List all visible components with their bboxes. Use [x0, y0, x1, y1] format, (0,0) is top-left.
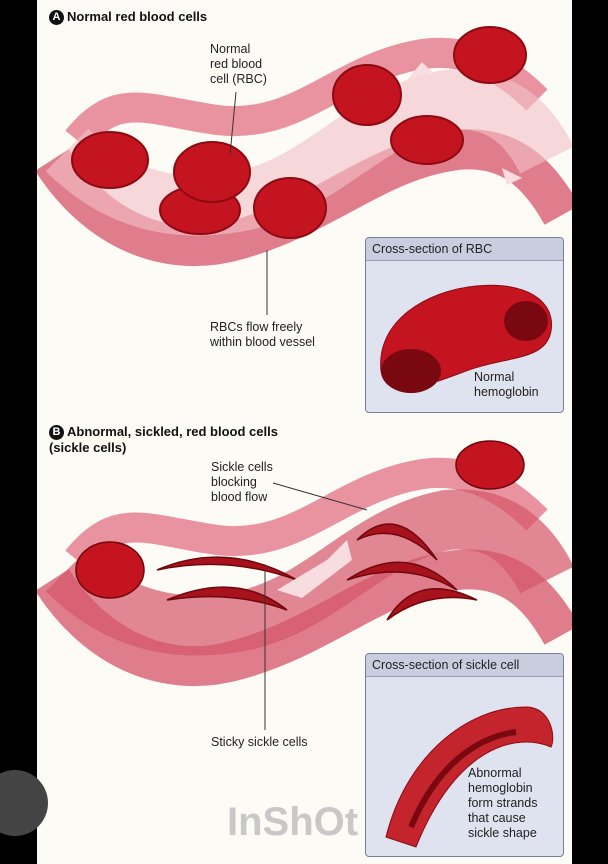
- rbc-cross-section-illustration: [380, 284, 553, 393]
- label-abnormal-hemoglobin: Abnormal hemoglobin form strands that ca…: [468, 766, 538, 840]
- badge-a: A: [49, 10, 64, 25]
- inset-sickle-cross-section: Cross-section of sickle cell Abnormal he…: [365, 653, 564, 857]
- blocked-flow-arrow: [277, 540, 352, 598]
- inset-title: Cross-section of sickle cell: [366, 654, 563, 677]
- label-sticky-sickle: Sticky sickle cells: [211, 735, 308, 749]
- panel-a-title-text: Normal red blood cells: [67, 9, 208, 24]
- badge-b: B: [49, 425, 64, 440]
- label-normal-rbc: Normal red blood cell (RBC): [210, 42, 267, 86]
- illustration: [37, 26, 572, 730]
- sickle-cells-b: [75, 440, 525, 621]
- label-normal-hemoglobin: Normal hemoglobin: [474, 370, 539, 399]
- red-blood-cells-a: [71, 26, 527, 239]
- panel-b-title-text: Abnormal, sickled, red blood cells (sick…: [49, 424, 278, 455]
- watermark: InShOt: [227, 800, 359, 844]
- inset-rbc-cross-section: Cross-section of RBC Normal hemoglobin: [365, 237, 564, 413]
- flow-arrows-a: [407, 62, 522, 185]
- leader-line: [272, 482, 368, 511]
- sickle-cross-section-illustration: [385, 706, 554, 848]
- inset-title: Cross-section of RBC: [366, 238, 563, 261]
- label-sickle-blocking: Sickle cells blocking blood flow: [211, 460, 273, 504]
- label-rbc-flow: RBCs flow freely within blood vessel: [210, 320, 315, 349]
- leader-line: [229, 91, 237, 156]
